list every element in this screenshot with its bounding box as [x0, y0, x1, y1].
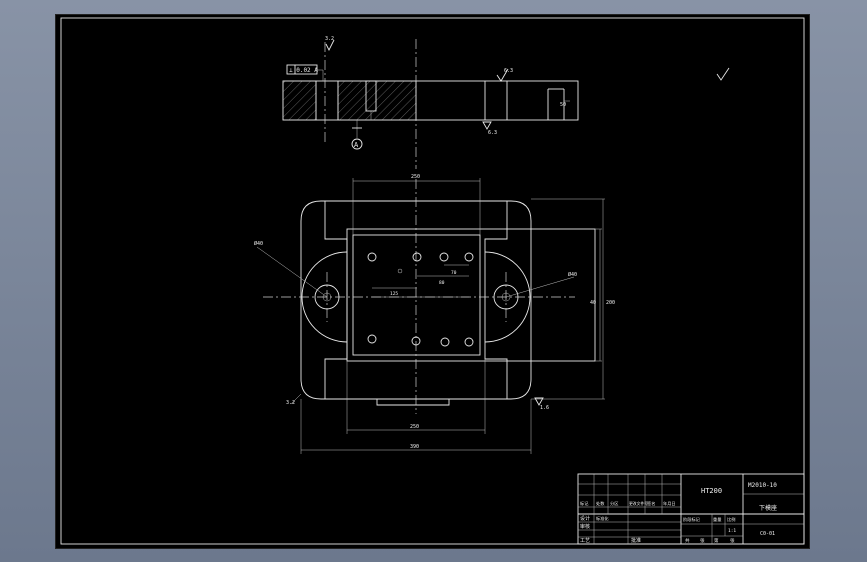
roughness-side: 3.2 [325, 36, 334, 42]
sheet-border [60, 17, 805, 545]
section-outline [282, 80, 579, 121]
dim-bottom-2: 390 [410, 444, 419, 450]
rev-header-sign: 签名 [647, 500, 655, 507]
section-view: 50 ⊥ 0.02 A A 6.3 3.2 6.3 [282, 36, 730, 169]
rev-header-mark: 标记 [580, 500, 589, 507]
std-label: 标准化 [596, 515, 609, 522]
sheet-total-label: 共 [685, 537, 690, 544]
sheet-index-label: 第 [714, 537, 719, 544]
dim-side-h: 40 [590, 300, 596, 306]
role-design: 设计 [580, 515, 590, 522]
tolerance-frame: ⊥ 0.02 A [289, 67, 318, 74]
rev-header-date: 年月日 [663, 500, 676, 507]
weight-label: 重量 [713, 516, 721, 523]
base-outline [300, 200, 532, 400]
dim-hole-left: Ø40 [254, 240, 263, 247]
dim-height: 50 [560, 102, 566, 108]
material-value: HT200 [701, 487, 722, 495]
title-block: 标记 处数 分区 更改文件号 签名 年月日 设计 标准化 审核 工艺 批准 阶段… [577, 473, 805, 545]
dim-bottom-1: 250 [410, 424, 419, 430]
cad-drawing-viewport[interactable]: 50 ⊥ 0.02 A A 6.3 3.2 6.3 [55, 14, 810, 549]
dim-inner-2: 80 [439, 280, 445, 286]
stage-label: 阶段标记 [683, 516, 701, 523]
drawing-code: M2010-10 [748, 482, 777, 489]
dim-hole-right: Ø40 [568, 271, 577, 278]
dim-inner-3: 70 [451, 270, 457, 276]
rev-header-zone: 分区 [610, 500, 618, 507]
dim-side-v: 200 [606, 300, 615, 306]
scale-label: 比例 [727, 516, 735, 523]
roughness-corner: 3.2 [286, 400, 295, 406]
bolt-holes [367, 252, 474, 347]
rev-header-count: 处数 [596, 500, 605, 507]
scale-value: 1:1 [728, 528, 736, 534]
sheet-unit-1: 张 [700, 537, 705, 544]
plan-view: 70 80 125 250 40 200 250 390 Ø40 Ø40 3.2 [254, 174, 615, 454]
dim-top-width: 250 [411, 174, 420, 180]
roughness-bottom: 6.3 [488, 130, 497, 136]
approve-label: 批准 [631, 537, 641, 544]
dim-inner-4: 125 [390, 291, 398, 297]
role-process: 工艺 [580, 538, 590, 544]
rev-header-file: 更改文件号 [629, 501, 648, 506]
drawing-number: C0-01 [760, 531, 775, 537]
datum-label: A [354, 141, 359, 149]
part-name: 下模座 [759, 504, 777, 512]
sheet-unit-2: 张 [730, 537, 735, 544]
drawing-canvas: 50 ⊥ 0.02 A A 6.3 3.2 6.3 [60, 17, 805, 545]
roughness-top: 6.3 [504, 68, 513, 74]
role-review: 审核 [580, 523, 590, 530]
roughness-right: 1.6 [540, 405, 549, 411]
